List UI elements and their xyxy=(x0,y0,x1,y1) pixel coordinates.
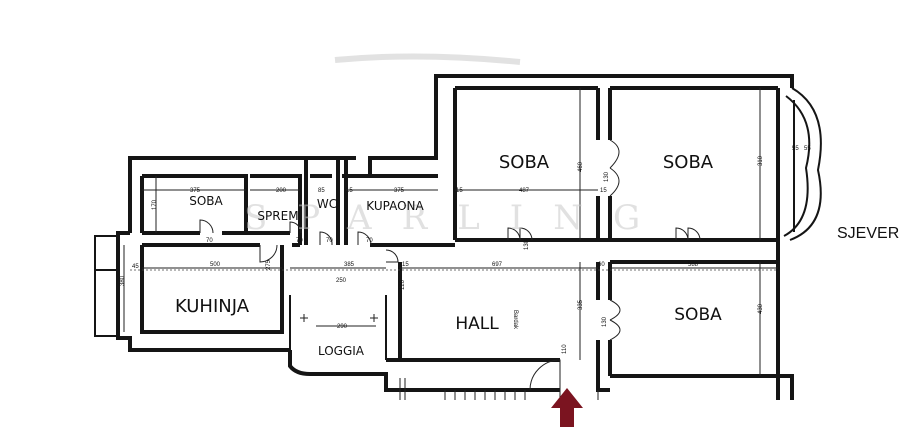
dim-label: 45 xyxy=(132,264,139,270)
room-hall: HALL xyxy=(455,314,499,334)
dim-label: 120 xyxy=(400,279,406,290)
dim-label: 15 xyxy=(456,188,463,194)
door-soba-top-left xyxy=(507,227,533,241)
dim-label: 375 xyxy=(394,188,405,194)
dim-label: 55 xyxy=(792,146,799,152)
dim-label: 130 xyxy=(604,171,610,182)
dim-label: 430 xyxy=(758,303,764,314)
dim-label: 55 xyxy=(804,146,811,152)
door-hall-entrance xyxy=(529,359,561,391)
room-sprem: SPREM xyxy=(257,209,298,223)
room-kuhinja: KUHINJA xyxy=(175,296,250,317)
dim-label: 130 xyxy=(602,316,608,327)
watermark: SPARLING xyxy=(244,198,670,238)
dim-label: 697 xyxy=(492,262,503,268)
door-loggia xyxy=(385,249,399,263)
door-soba-br xyxy=(609,299,621,341)
dim-label: 375 xyxy=(190,188,201,194)
door-sprem xyxy=(289,221,302,234)
dim-label: 110 xyxy=(562,344,568,354)
entrance-arrow-icon xyxy=(551,388,583,427)
pencil-shadow xyxy=(334,53,521,65)
annotation-bardak: Bardak xyxy=(512,310,518,330)
dim-label: 15 xyxy=(346,188,353,194)
interior-walls xyxy=(140,86,778,376)
dim-label: 335 xyxy=(578,299,584,310)
dim-label: 130 xyxy=(524,239,530,250)
dim-label: 500 xyxy=(210,262,221,268)
room-wc: WC xyxy=(317,197,337,211)
door-soba-small xyxy=(199,219,214,234)
dim-label: 70 xyxy=(206,238,213,244)
door-kupaona xyxy=(357,231,372,246)
dim-label: 200 xyxy=(276,188,287,194)
door-soba-tr-bottom xyxy=(675,227,701,241)
dim-label: 250 xyxy=(336,278,347,284)
compass-label: SJEVER xyxy=(837,225,899,242)
dimension-labels: 375 200 85 15 375 15 487 15 170 70 70 70… xyxy=(120,146,811,354)
dim-label: 275 xyxy=(266,259,272,270)
dim-label: 70 xyxy=(296,238,303,244)
dim-label: 487 xyxy=(519,188,530,194)
doors xyxy=(199,139,701,391)
outer-walls xyxy=(94,74,822,400)
dim-label: 15 xyxy=(402,262,409,268)
room-soba-top-left: SOBA xyxy=(499,152,550,173)
room-soba-bottom-right: SOBA xyxy=(674,305,722,325)
dim-label: 588 xyxy=(688,262,699,268)
loggia-marks xyxy=(300,314,378,327)
dim-label: 290 xyxy=(337,324,348,330)
door-wc xyxy=(319,231,333,246)
dim-label: 15 xyxy=(600,188,607,194)
dimension-lines xyxy=(123,88,778,376)
dim-label: 385 xyxy=(344,262,355,268)
door-soba-tr-double xyxy=(609,139,620,197)
dim-label: 380 xyxy=(120,275,126,286)
room-soba-top-right: SOBA xyxy=(663,152,714,173)
dim-label: 310 xyxy=(758,155,764,166)
room-loggia: LOGGIA xyxy=(318,344,365,358)
dim-label: 70 xyxy=(366,238,373,244)
door-kuhinja xyxy=(259,244,278,263)
dim-label: 85 xyxy=(318,188,325,194)
dim-label: 170 xyxy=(152,199,158,210)
room-soba-small: SOBA xyxy=(189,194,223,208)
dim-label: 460 xyxy=(578,161,584,172)
dim-label: 60 xyxy=(598,262,605,268)
room-kupaona: KUPAONA xyxy=(366,199,424,213)
dim-label: 70 xyxy=(326,238,333,244)
